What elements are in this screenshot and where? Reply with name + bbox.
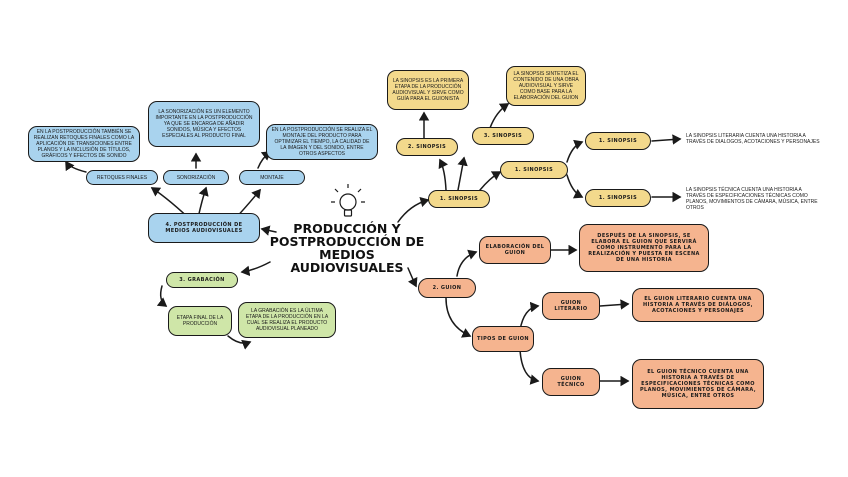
guion-tecnico-desc: EL GUION TÉCNICO CUENTA UNA HISTORIA A T…: [632, 359, 764, 409]
sinopsis-tecnica-node: 1. SINOPSIS: [585, 189, 651, 207]
guion-elaboracion-node: ELABORACIÓN DEL GUION: [479, 236, 551, 264]
guion-literario-desc: EL GUION LITERARIO CUENTA UNA HISTORIA A…: [632, 288, 764, 322]
postproduccion-montaje-node: MONTAJE: [239, 170, 305, 185]
postproduccion-retoques-desc: EN LA POSTPRODUCCIÓN TAMBIÉN SE REALIZAN…: [28, 126, 140, 162]
grabacion-etapa-node: ETAPA FINAL DE LA PRODUCCIÓN: [168, 306, 232, 336]
guion-tecnico-node: GUION TÉCNICO: [542, 368, 600, 396]
postproduccion-montaje-desc: EN LA POSTPRODUCCIÓN SE REALIZA EL MONTA…: [266, 124, 378, 160]
sinopsis-root-node: 1. SINOPSIS: [428, 190, 490, 208]
sinopsis-first-stage-box: LA SINOPSIS ES LA PRIMERA ETAPA DE LA PR…: [387, 70, 469, 110]
sinopsis-tecnica-desc: LA SINOPSIS TÉCNICA CUENTA UNA HISTORIA …: [682, 186, 824, 212]
central-title: PRODUCCIÓN Y POSTPRODUCCIÓN DE MEDIOS AU…: [269, 221, 425, 275]
postproduccion-sonorizacion-node: SONORIZACIÓN: [163, 170, 229, 185]
sinopsis-literaria-node: 1. SINOPSIS: [585, 132, 651, 150]
sinopsis-branch3-node: 3. SINOPSIS: [472, 127, 534, 145]
guion-elaboracion-desc: DESPUÉS DE LA SINOPSIS, SE ELABORA EL GU…: [579, 224, 709, 272]
grabacion-etapa-desc: LA GRABACIÓN ES LA ÚLTIMA ETAPA DE LA PR…: [238, 302, 336, 338]
sinopsis-types-node: 1. SINOPSIS: [500, 161, 568, 179]
grabacion-root-node: 3. GRABACIÓN: [166, 272, 238, 288]
sinopsis-literaria-desc: LA SINOPSIS LITERARIA CUENTA UNA HISTORI…: [682, 128, 824, 150]
sinopsis-branch2-node: 2. SINOPSIS: [396, 138, 458, 156]
postproduccion-root-node: 4. POSTPRODUCCIÓN DE MEDIOS AUDIOVISUALE…: [148, 213, 260, 243]
guion-tipos-node: TIPOS DE GUION: [472, 326, 534, 352]
guion-root-node: 2. GUION: [418, 278, 476, 298]
sinopsis-synthesis-box: LA SINOPSIS SINTETIZA EL CONTENIDO DE UN…: [506, 66, 586, 106]
postproduccion-retoques-node: RETOQUES FINALES: [86, 170, 158, 185]
guion-literario-node: GUION LITERARIO: [542, 292, 600, 320]
postproduccion-sonorizacion-desc: LA SONORIZACIÓN ES UN ELEMENTO IMPORTANT…: [148, 101, 260, 147]
lightbulb-icon: [331, 184, 365, 217]
